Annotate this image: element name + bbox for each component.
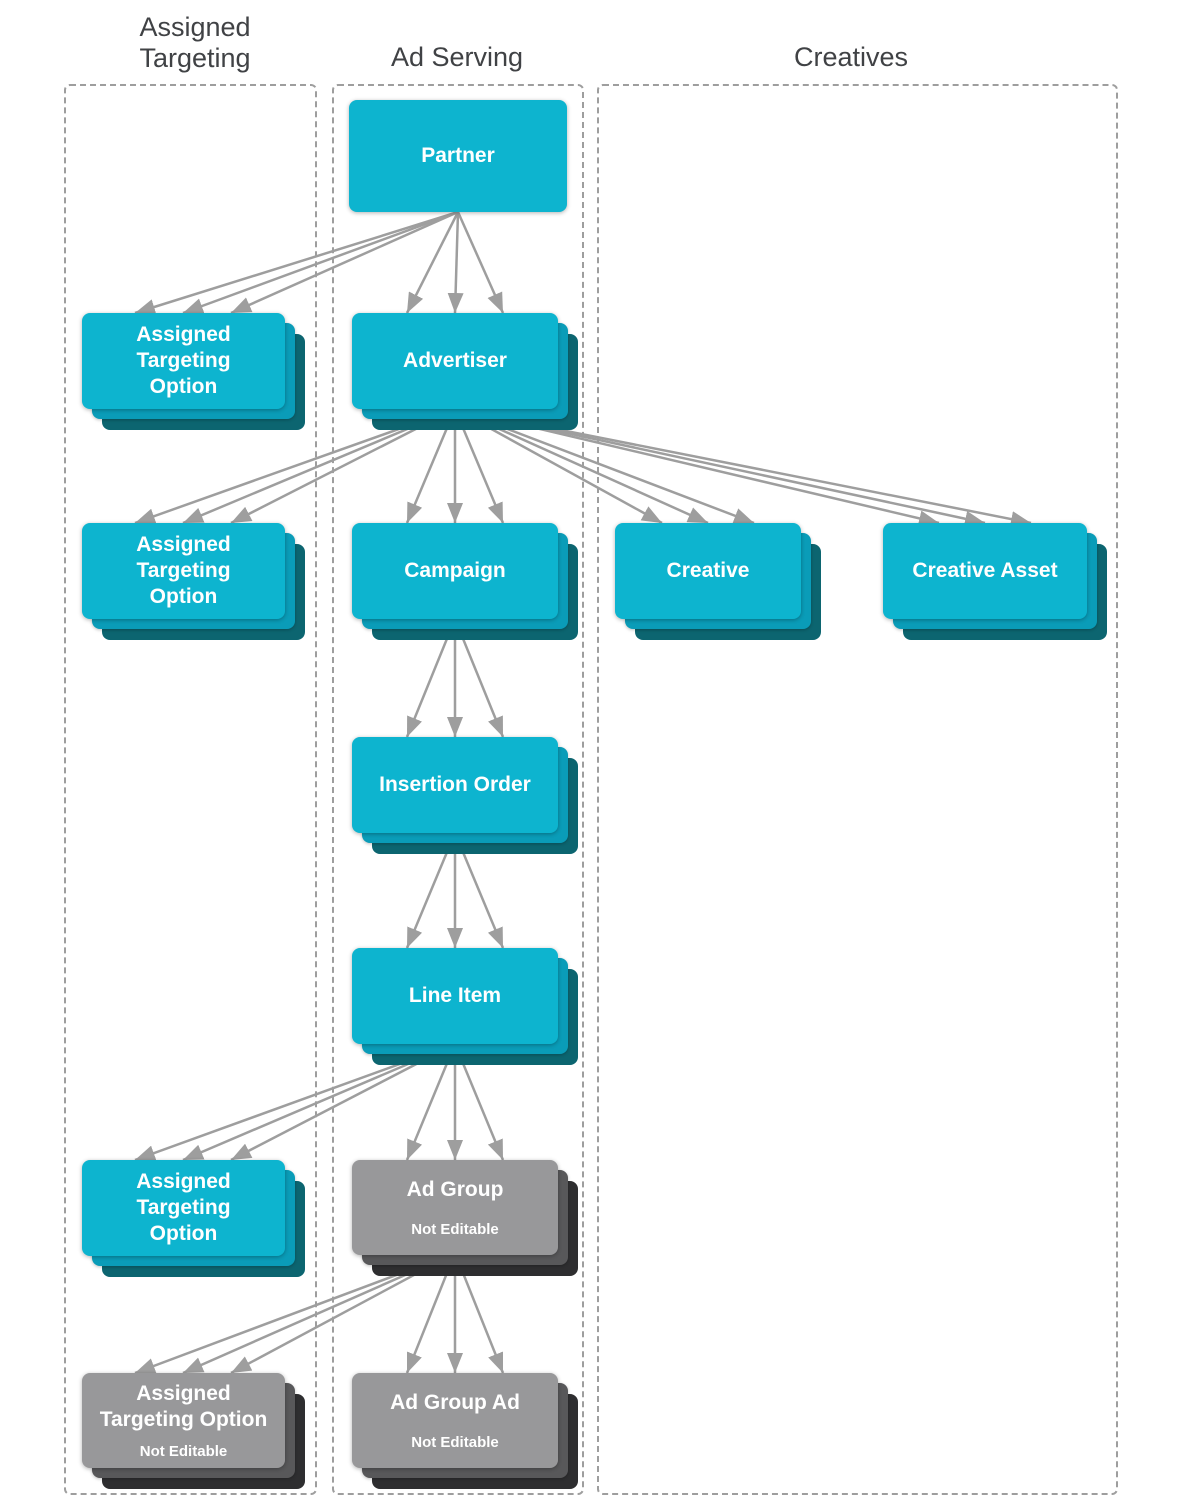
node-assigned-targeting-option-partner: Assigned Targeting Option: [82, 313, 305, 430]
node-label-line: Targeting: [136, 349, 231, 372]
node-label-line: Targeting: [136, 559, 231, 582]
node-label: Line Item: [408, 984, 502, 1007]
node-campaign: Campaign: [352, 523, 578, 640]
node-advertiser: Advertiser: [352, 313, 578, 430]
node-label-line: Assigned: [136, 323, 231, 346]
node-line-item: Line Item: [352, 948, 578, 1065]
node-label-line: Option: [149, 375, 218, 398]
node-assigned-targeting-option-line-item: Assigned Targeting Option: [82, 1160, 305, 1277]
node-label: Creative: [666, 559, 750, 582]
node-creative-asset: Creative Asset: [883, 523, 1107, 640]
node-ad-group: Ad Group Not Editable: [352, 1160, 578, 1276]
node-label-line: Assigned: [136, 1381, 231, 1405]
node-label-line: Assigned: [136, 1170, 231, 1193]
node-assigned-targeting-option-ad-group: Assigned Targeting Option Not Editable: [82, 1373, 305, 1489]
node-label: Insertion Order: [379, 773, 531, 796]
edge-partner-to-advertiser: [405, 211, 505, 314]
not-editable-badge: Not Editable: [411, 1220, 499, 1238]
node-label-line: Targeting: [136, 1196, 231, 1219]
node-ad-group-ad: Ad Group Ad Not Editable: [352, 1373, 578, 1489]
column-creatives: [597, 84, 1118, 1495]
not-editable-badge: Not Editable: [411, 1433, 499, 1451]
node-partner: Partner: [349, 100, 567, 212]
node-label: Ad Group Ad: [390, 1390, 520, 1414]
node-label-line: Targeting Option: [99, 1407, 268, 1431]
column-ad-serving: [332, 84, 584, 1495]
node-insertion-order: Insertion Order: [352, 737, 578, 854]
edge-partner-to-ato-partner: [134, 210, 459, 315]
node-label: Advertiser: [403, 349, 507, 372]
node-label-line: Option: [149, 1222, 218, 1245]
node-label: Campaign: [404, 559, 506, 582]
column-assigned-targeting: [64, 84, 317, 1495]
column-header-creatives: Creatives: [793, 42, 909, 72]
node-creative: Creative: [615, 523, 821, 640]
not-editable-badge: Not Editable: [139, 1442, 228, 1460]
node-label-line: Assigned: [136, 533, 231, 556]
node-assigned-targeting-option-advertiser: Assigned Targeting Option: [82, 523, 305, 640]
node-label: Creative Asset: [912, 559, 1058, 582]
column-header-ad-serving: Ad Serving: [390, 42, 524, 72]
column-header-assigned-targeting: Assigned Targeting: [139, 12, 251, 73]
node-label-line: Option: [149, 585, 218, 608]
node-label: Ad Group: [406, 1177, 504, 1201]
node-label: Partner: [421, 144, 495, 167]
